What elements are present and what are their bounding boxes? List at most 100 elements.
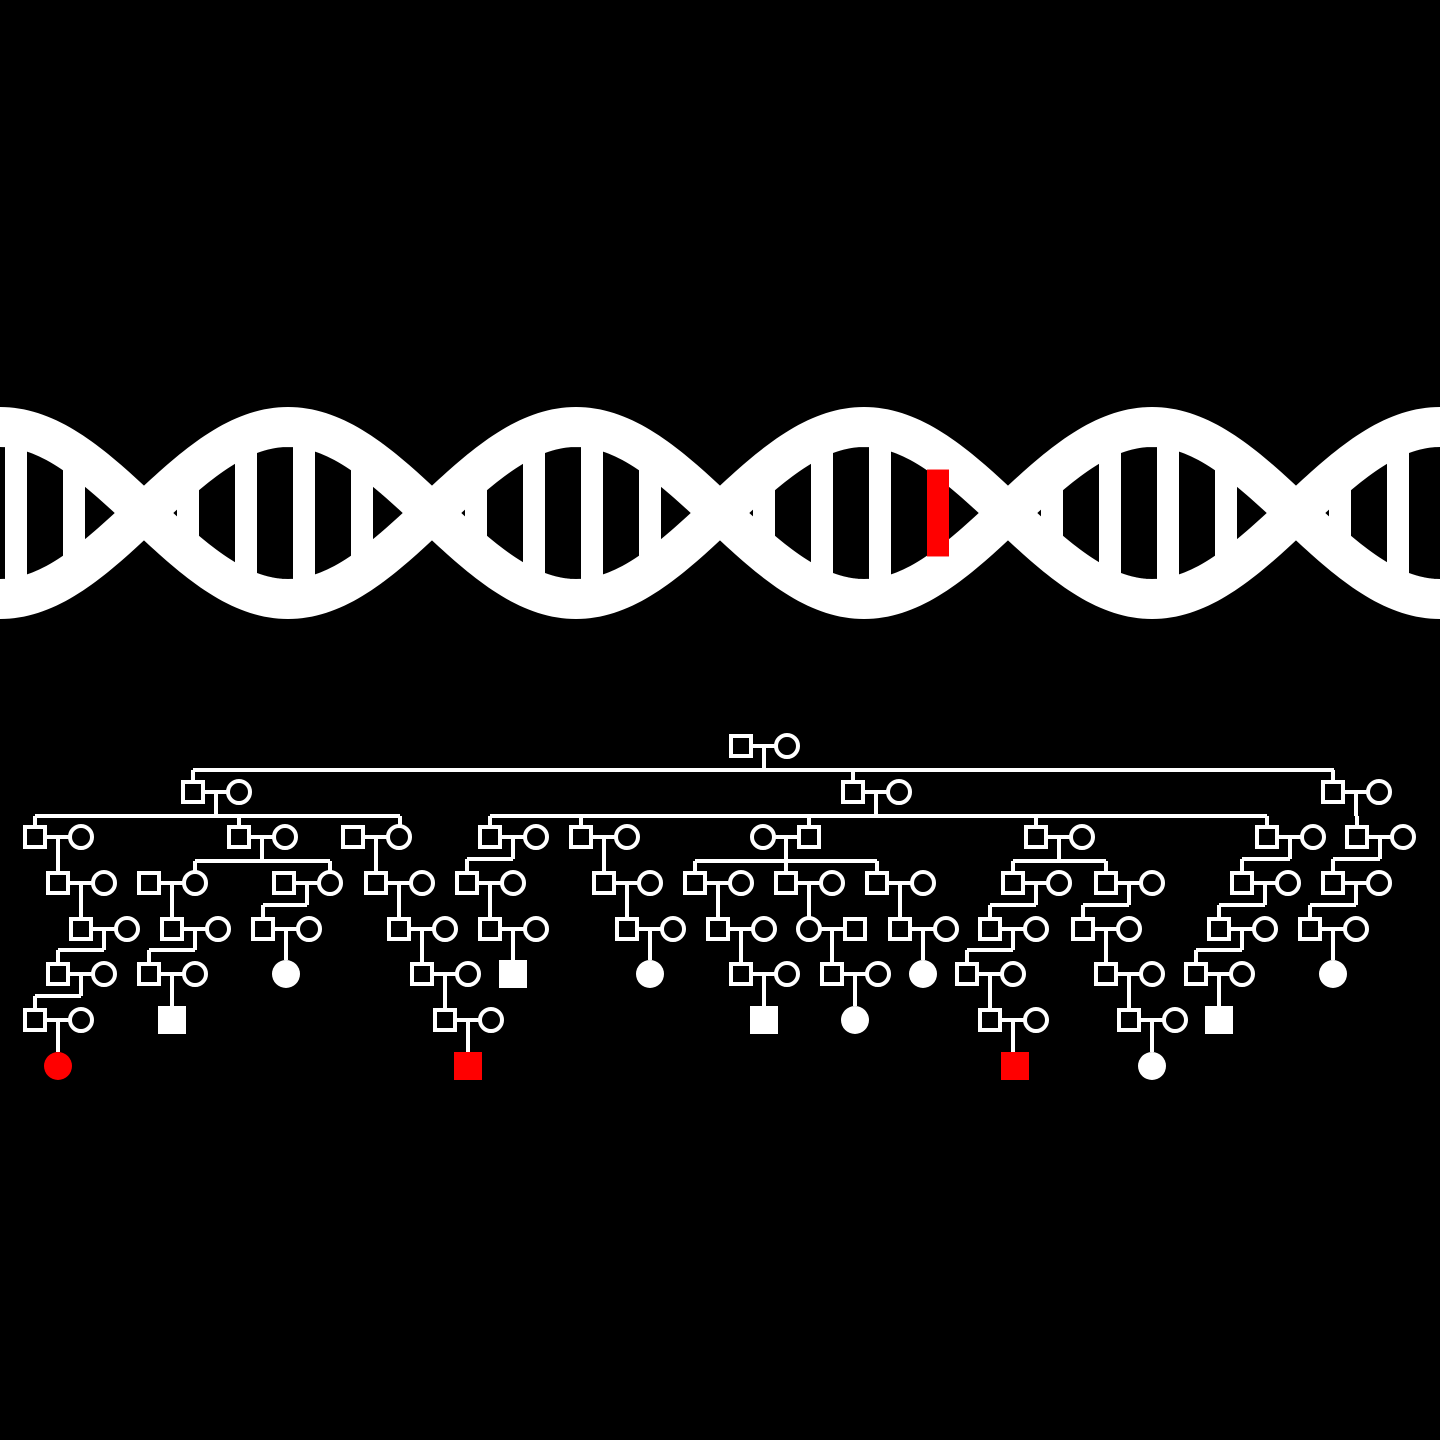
male-symbol: [364, 871, 388, 895]
female-symbol: [1319, 960, 1347, 988]
dna-base-pair: [1387, 451, 1409, 575]
female-symbol: [636, 960, 664, 988]
dna-double-helix-icon: [0, 406, 1440, 620]
male-symbol: [478, 917, 502, 941]
dna-base-pair: [351, 469, 373, 557]
male-symbol: [843, 917, 867, 941]
dna-base-pair: [1329, 489, 1351, 537]
male-symbol: [227, 825, 251, 849]
dna-base-pair: [1215, 469, 1237, 557]
male-symbol: [683, 871, 707, 895]
female-symbol: [1000, 961, 1026, 987]
male-symbol: [978, 917, 1002, 941]
male-symbol: [774, 871, 798, 895]
male-symbol: [251, 917, 275, 941]
male-symbol: [46, 871, 70, 895]
dna-base-pair: [811, 451, 833, 575]
female-symbol: [205, 916, 231, 942]
family-pedigree-chart-icon: [23, 733, 1416, 1080]
male-symbol: [729, 962, 753, 986]
female-symbol: [751, 916, 777, 942]
dna-base-pair: [235, 451, 257, 575]
female-symbol: [774, 733, 800, 759]
female-symbol: [182, 961, 208, 987]
female-symbol: [296, 916, 322, 942]
male-symbol: [1117, 1008, 1141, 1032]
female-symbol: [886, 779, 912, 805]
male-symbol: [1071, 917, 1095, 941]
female-symbol: [774, 961, 800, 987]
pedigree-lines: [33, 744, 1391, 1052]
male-symbol: [820, 962, 844, 986]
female-symbol: [68, 824, 94, 850]
male-symbol: [729, 734, 753, 758]
male-symbol: [160, 917, 184, 941]
male-symbol: [1094, 871, 1118, 895]
male-symbol: [1184, 962, 1208, 986]
dna-base-pair: [177, 489, 199, 537]
female-symbol: [226, 779, 252, 805]
female-symbol: [750, 824, 776, 850]
male-symbol: [750, 1006, 778, 1034]
female-symbol: [1390, 824, 1416, 850]
male-symbol: [1001, 871, 1025, 895]
female-symbol: [272, 960, 300, 988]
female-symbol: [182, 870, 208, 896]
male-symbol: [1345, 825, 1369, 849]
male-symbol: [1321, 780, 1345, 804]
male-symbol: [888, 917, 912, 941]
female-symbol: [478, 1007, 504, 1033]
female-symbol: [909, 960, 937, 988]
female-symbol: [841, 1006, 869, 1034]
female-symbol: [796, 916, 822, 942]
female-symbol: [114, 916, 140, 942]
female-symbol: [1343, 916, 1369, 942]
female-symbol: [1046, 870, 1072, 896]
male-symbol: [387, 917, 411, 941]
dna-base-pair: [753, 489, 775, 537]
male-symbol: [706, 917, 730, 941]
dna-base-pairs: [5, 444, 1409, 582]
male-symbol: [1298, 917, 1322, 941]
dna-highlighted-base-pair: [927, 469, 949, 557]
female-symbol: [1275, 870, 1301, 896]
female-symbol: [68, 1007, 94, 1033]
female-symbol: [819, 870, 845, 896]
male-symbol: [1321, 871, 1345, 895]
female-symbol: [1139, 870, 1165, 896]
female-symbol: [432, 916, 458, 942]
female-symbol: [910, 870, 936, 896]
female-symbol: [272, 824, 298, 850]
dna-base-pair: [5, 444, 27, 582]
dna-strand-b: [0, 406, 1440, 620]
dna-base-pair: [869, 444, 891, 582]
male-symbol: [341, 825, 365, 849]
female-symbol: [1139, 961, 1165, 987]
male-symbol: [1207, 917, 1231, 941]
male-symbol: [615, 917, 639, 941]
male-symbol: [455, 871, 479, 895]
male-symbol: [1094, 962, 1118, 986]
dna-base-pair: [293, 444, 315, 582]
pedigree-symbols: [23, 733, 1416, 1080]
female-symbol: [1069, 824, 1095, 850]
female-symbol: [1162, 1007, 1188, 1033]
male-symbol: [592, 871, 616, 895]
female-symbol: [865, 961, 891, 987]
male-symbol: [181, 780, 205, 804]
male-symbol: [1255, 825, 1279, 849]
male-symbol: [569, 825, 593, 849]
female-symbol: [317, 870, 343, 896]
affected-male-symbol: [1001, 1052, 1029, 1080]
female-symbol: [409, 870, 435, 896]
female-symbol: [1300, 824, 1326, 850]
male-symbol: [955, 962, 979, 986]
female-symbol: [500, 870, 526, 896]
female-symbol: [1229, 961, 1255, 987]
dna-base-pair: [1099, 451, 1121, 575]
female-symbol: [1366, 870, 1392, 896]
female-symbol: [728, 870, 754, 896]
female-symbol: [91, 961, 117, 987]
